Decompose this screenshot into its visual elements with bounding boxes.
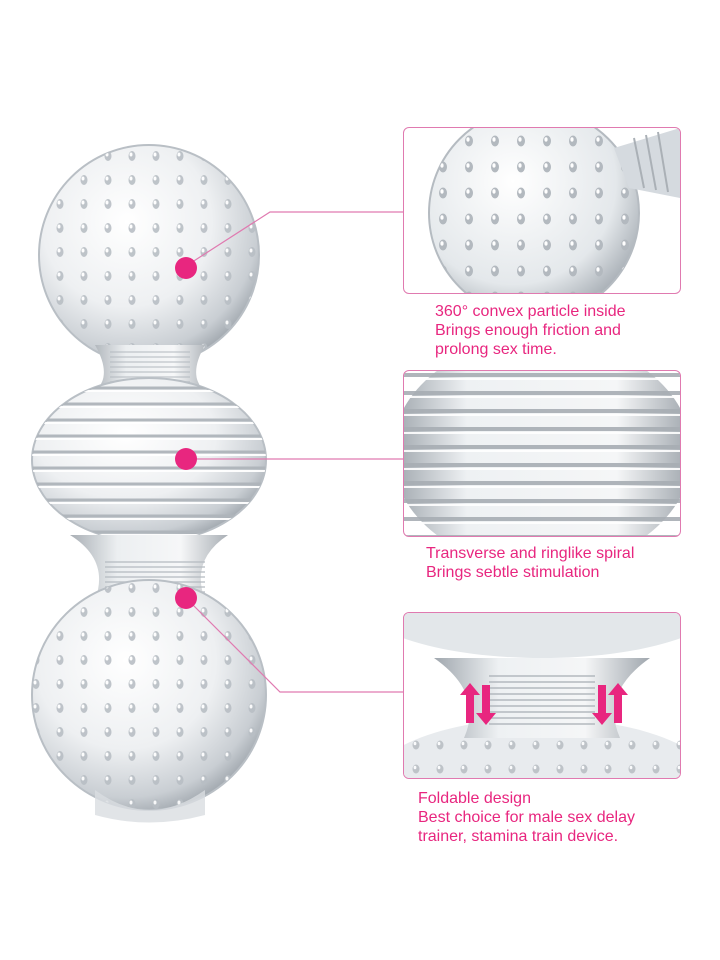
- foldable-closeup-image: [404, 613, 680, 778]
- caption-line: prolong sex time.: [435, 341, 557, 358]
- leader-line-3: [185, 597, 404, 693]
- caption-particles: 360° convex particle inside Brings enoug…: [435, 302, 626, 359]
- caption-line: trainer, stamina train device.: [418, 828, 619, 845]
- caption-line: Transverse and ringlike spiral: [426, 545, 635, 562]
- caption-spiral: Transverse and ringlike spiral Brings se…: [426, 544, 634, 582]
- detail-panel-spiral: [403, 370, 681, 537]
- particles-closeup-image: [428, 128, 680, 293]
- middle-ringed-section: [31, 377, 267, 543]
- top-ball-section: [38, 144, 260, 366]
- caption-line: Brings enough friction and: [435, 322, 621, 339]
- detail-panel-foldable: [403, 612, 681, 779]
- leader-lines: [185, 211, 404, 693]
- marker-dot-2: [175, 448, 197, 470]
- caption-line: Foldable design: [418, 790, 531, 807]
- spiral-closeup-image: [404, 371, 680, 536]
- bottom-ball-section: [31, 579, 267, 823]
- fold-arrows-right: [592, 683, 628, 725]
- caption-foldable: Foldable design Best choice for male sex…: [418, 789, 635, 846]
- leader-line-1: [185, 211, 404, 267]
- marker-dot-1: [175, 257, 197, 279]
- fold-arrows-left: [460, 683, 496, 725]
- caption-line: Best choice for male sex delay: [418, 809, 635, 826]
- marker-dot-3: [175, 587, 197, 609]
- caption-line: 360° convex particle inside: [435, 303, 626, 320]
- detail-panel-particles: [403, 127, 681, 294]
- caption-line: Brings sebtle stimulation: [426, 564, 600, 581]
